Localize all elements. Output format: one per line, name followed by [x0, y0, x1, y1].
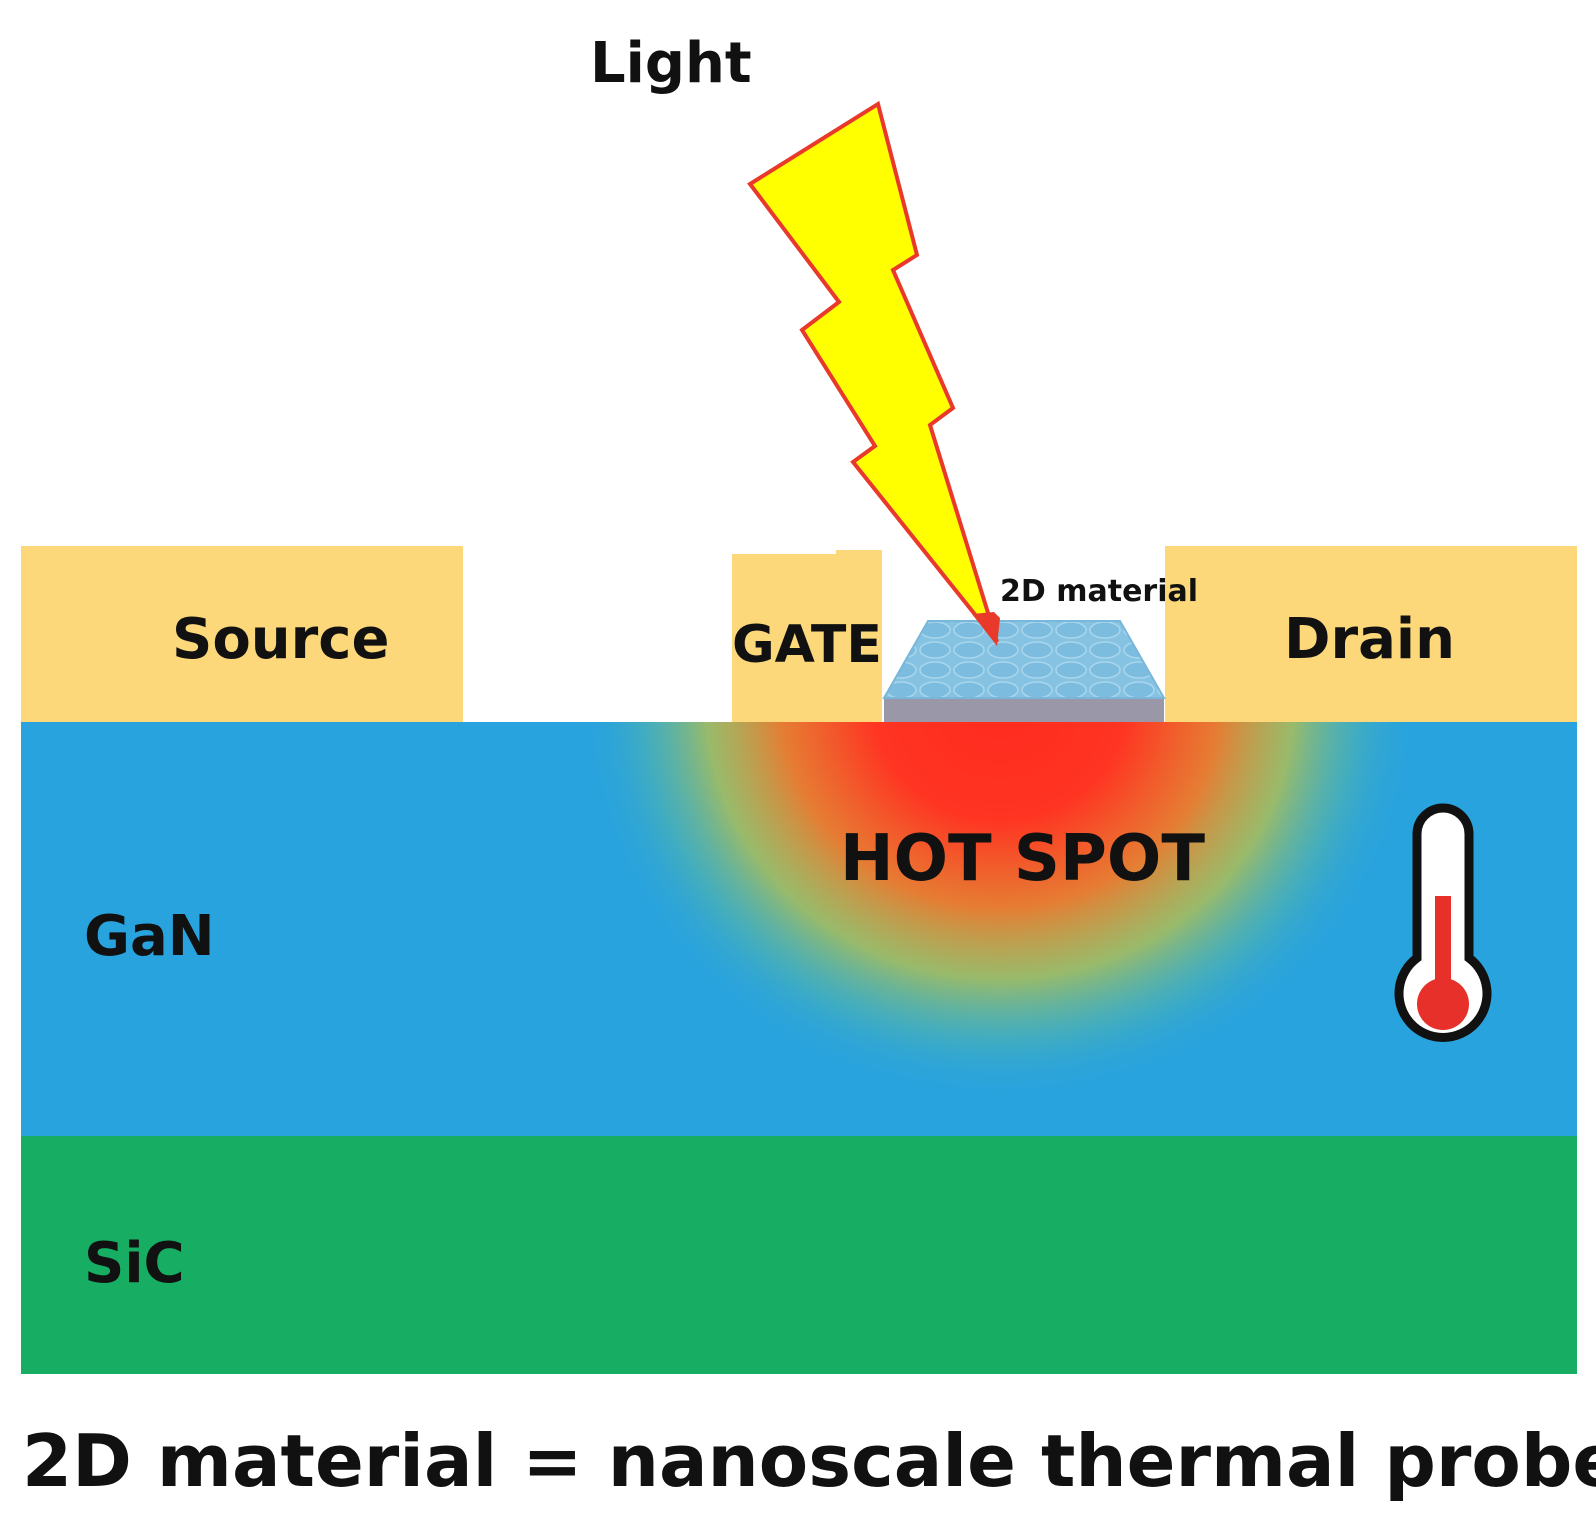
caption: 2D material = nanoscale thermal probe — [22, 1419, 1596, 1503]
gan-label: GaN — [84, 904, 215, 969]
sic-label: SiC — [84, 1231, 185, 1296]
thermometer-icon — [1394, 803, 1492, 1042]
two-d-material-label: 2D material — [1000, 574, 1198, 609]
source-label: Source — [172, 607, 389, 672]
hot-spot-label: HOT SPOT — [840, 822, 1205, 896]
light-label: Light — [590, 31, 752, 96]
gate-label: GATE — [732, 615, 882, 675]
two-d-material-block — [882, 620, 1166, 722]
gate-contact — [732, 550, 882, 722]
lightning-bolt-icon — [747, 100, 999, 644]
drain-label: Drain — [1284, 607, 1455, 672]
hot-spot-gradient — [580, 722, 1420, 1100]
bolt-arrow-tip — [972, 612, 1000, 646]
drain-contact — [1165, 546, 1577, 722]
source-contact — [21, 546, 463, 722]
sic-layer — [21, 1134, 1577, 1374]
